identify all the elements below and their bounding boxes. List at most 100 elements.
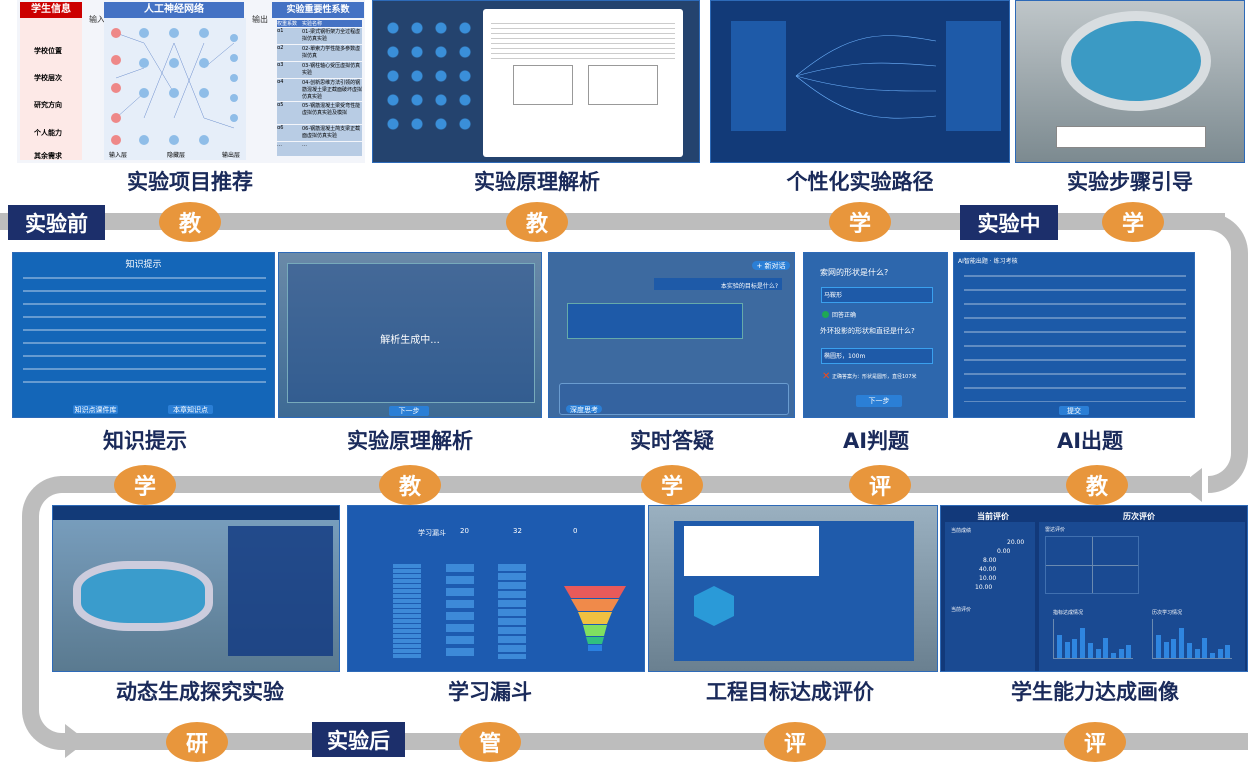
- learning-path-screenshot: [710, 0, 1010, 163]
- eval-title: 当前评价: [951, 607, 972, 613]
- score-value: 0.00: [997, 548, 1011, 555]
- stage-label: AI出题: [1056, 429, 1124, 453]
- stage-label: 学习漏斗: [448, 680, 532, 704]
- doc-text: [491, 19, 675, 59]
- stage-label: 工程目标达成评价: [706, 680, 874, 704]
- funnel-stat: 32: [513, 527, 522, 535]
- stadium-pool: [1061, 11, 1211, 111]
- result-2: 正确答案为：形状是圆形，直径107米: [832, 374, 917, 380]
- funnel-stat: 20: [460, 527, 469, 535]
- quadrant-chart: [1045, 536, 1139, 594]
- role-badge: 评: [764, 722, 826, 762]
- chart-bar: [1179, 628, 1185, 658]
- chart-bar: [1217, 649, 1223, 658]
- panel-header: [53, 506, 339, 520]
- stage-label: 动态生成探究实验: [116, 680, 284, 704]
- coef-cell: …: [277, 142, 282, 148]
- coef-cell: α2: [277, 45, 284, 51]
- chart-bar: [1087, 642, 1093, 658]
- layer-label: 输入层: [109, 152, 128, 159]
- role-badge: 评: [1064, 722, 1126, 762]
- stage-label: 实验原理解析: [474, 170, 600, 194]
- output-label: 输出: [252, 15, 268, 24]
- role-badge: 学: [114, 465, 176, 505]
- coef-cell: α3: [277, 62, 284, 68]
- coef-cell: α5: [277, 102, 284, 108]
- knowledge-library-button[interactable]: 知识点课件库: [73, 405, 118, 414]
- score-value: 10.00: [975, 584, 993, 591]
- neural-network-diagram: [104, 18, 246, 160]
- name-cell: 02-單索力学性能多参数虚拟仿真: [302, 46, 361, 59]
- role-badge: 研: [166, 722, 228, 762]
- role-badge: 教: [506, 202, 568, 242]
- name-cell: 03-钢柱轴心受压虚拟仿真实验: [302, 63, 361, 76]
- role-badge: 学: [1102, 202, 1164, 242]
- chart2-title: 历次学习情况: [1152, 610, 1183, 616]
- parameter-form: [228, 526, 333, 656]
- input-item: 个人能力: [34, 129, 62, 137]
- knowledge-text: [23, 271, 266, 391]
- submit-button[interactable]: 提交: [1059, 406, 1089, 415]
- history-eval-title: 历次评价: [1123, 512, 1155, 521]
- stage-label: 实时答疑: [630, 429, 714, 453]
- phase-before: 实验前: [8, 205, 105, 240]
- knowledge-list: [393, 564, 421, 659]
- scores-title: 当前成绩: [951, 528, 972, 534]
- stage-label: 实验步骤引导: [1067, 170, 1193, 194]
- chart1-bars: [1053, 619, 1133, 659]
- stage-label: 实验原理解析: [347, 429, 473, 453]
- answer-1-input[interactable]: 马鞍形: [821, 287, 933, 303]
- knowledge-list: [498, 564, 526, 659]
- stage-label: 知识提示: [103, 429, 187, 453]
- table-row: α2 02-單索力学性能多参数虚拟仿真: [277, 45, 362, 61]
- ai-judge-panel: 索网的形状是什么? 马鞍形 回答正确 外环投影的形状和直径是什么? 椭圆形，10…: [803, 252, 948, 418]
- answer-2-input[interactable]: 椭圆形，100m: [821, 348, 933, 364]
- new-chat-button[interactable]: + 新对话: [752, 261, 790, 270]
- stage-label: 实验项目推荐: [127, 170, 253, 194]
- role-badge: 教: [159, 202, 221, 242]
- chart-bar: [1194, 649, 1200, 658]
- layer-label: 隐藏层: [167, 152, 186, 159]
- next-button[interactable]: 下一步: [389, 406, 429, 416]
- chart-bar: [1163, 642, 1169, 658]
- chart-bar: [1202, 638, 1208, 658]
- deep-think-button[interactable]: 深度思考: [566, 405, 602, 414]
- knowledge-list: [446, 564, 474, 659]
- table-row: ……: [277, 142, 362, 156]
- knowledge-title: 知识提示: [125, 260, 162, 270]
- coef-cell: α6: [277, 125, 284, 131]
- cross-icon: ✕: [822, 371, 831, 382]
- chapter-knowledge-button[interactable]: 本章知识点: [168, 405, 213, 414]
- ai-answer: [567, 303, 743, 339]
- question-1: 索网的形状是什么?: [820, 268, 889, 277]
- knowledge-hint-panel: 知识提示 知识点课件库 本章知识点: [12, 252, 275, 418]
- ability-portrait-panel: 当前评价 历次评价 当前成绩 20.00 0.00 8.00 40.00 10.…: [940, 505, 1248, 672]
- next-button[interactable]: 下一步: [856, 395, 902, 407]
- chart-bar: [1225, 644, 1231, 658]
- score-value: 40.00: [979, 566, 997, 573]
- name-cell: …: [302, 142, 307, 148]
- phase-after: 实验后: [312, 722, 405, 757]
- current-eval-title: 当前评价: [977, 512, 1009, 521]
- role-badge: 学: [829, 202, 891, 242]
- chart-bar: [1186, 642, 1192, 658]
- chart-bar: [1209, 653, 1215, 658]
- table-header: 实验名称: [302, 21, 323, 27]
- stage-label: AI判题: [842, 429, 910, 453]
- input-item: 学校位置: [34, 47, 62, 55]
- funnel-title: 学习漏斗: [418, 529, 446, 537]
- chart-bar: [1171, 638, 1177, 658]
- score-value: 10.00: [979, 575, 997, 582]
- role-badge: 教: [1066, 465, 1128, 505]
- goal-radar-chart: [694, 586, 734, 626]
- guide-tooltip: [1056, 126, 1206, 148]
- input-item: 其余需求: [34, 152, 62, 160]
- score-value: 8.00: [983, 557, 997, 564]
- coef-header: 实验重要性系数: [272, 2, 364, 18]
- stage-label: 个性化实验路径: [786, 170, 934, 194]
- nn-recommend-panel: 学生信息 输入 学校位置 学校层次 研究方向 个人能力 其余需求 人工神经网络 …: [17, 0, 365, 163]
- coef-cell: α4: [277, 79, 284, 85]
- input-item: 学校层次: [34, 74, 62, 82]
